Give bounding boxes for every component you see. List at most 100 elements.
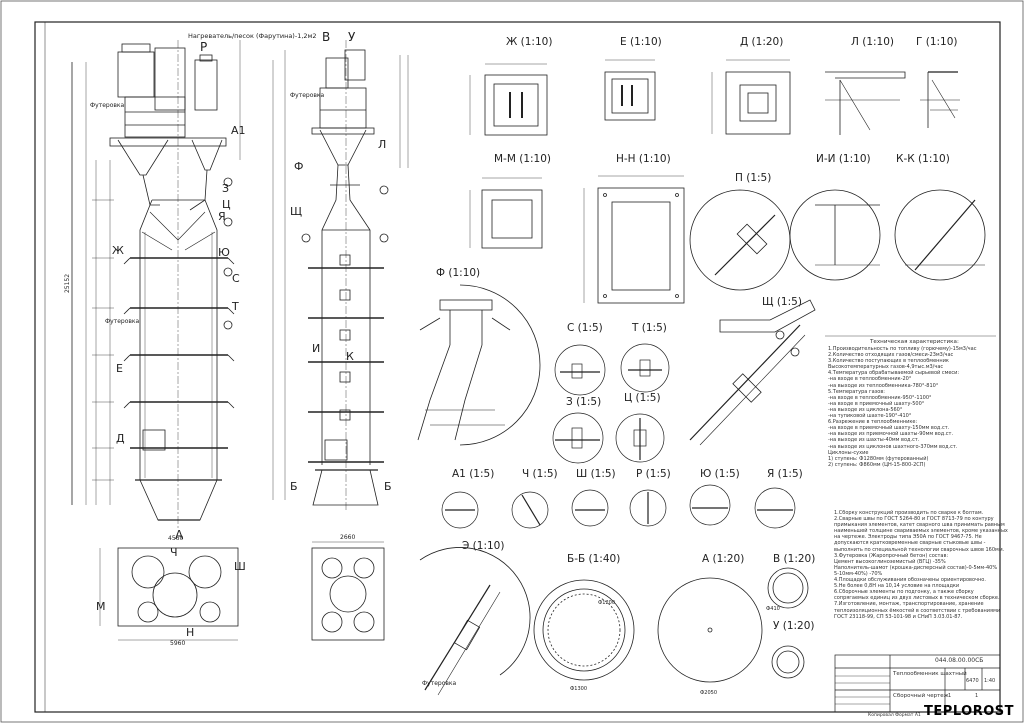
requirement-line: наименьшей толщине свариваемых элементов… <box>834 528 1008 535</box>
view-label-g: Г (1:10) <box>916 36 958 48</box>
view-label-ii: И-И (1:10) <box>816 153 871 165</box>
view-label-e: Е (1:10) <box>620 36 662 48</box>
tech-note-line: 1.Производительность по топливу (горючем… <box>828 346 977 352</box>
requirement-line: 4.Площадки обслуживания обозначены ориен… <box>834 577 986 584</box>
tech-note-line: Высокотемпературных газов-4,9тыс.м3/час <box>828 364 944 371</box>
callout-letter-k: К <box>346 350 354 363</box>
requirement-line: примыкания элементов, катет сварного шва… <box>834 522 1005 529</box>
requirement-line: 5-10мм-40%) -70% <box>834 570 883 577</box>
title-stamp: Копировал Формат А1 <box>868 713 921 718</box>
view-label-kk: К-К (1:10) <box>896 153 950 165</box>
dim-base-small: 4560 <box>168 535 184 542</box>
requirements-notes: 1.Сборку конструкций производить по свар… <box>834 510 1008 620</box>
view-label-a: А (1:20) <box>702 553 745 565</box>
tech-note-line: 6.Разрежение в теплообменнике: <box>828 419 918 426</box>
tech-note-line: 2.Количество отходящих газов/смеси-23м3/… <box>828 352 954 359</box>
site-logo: TEPLOROST <box>924 704 1014 719</box>
requirement-line: Наполнитель-шамот (крошка-дисперсный сос… <box>834 564 998 571</box>
tech-note-line: -на выходе из шахты-40мм вод.ст. <box>828 437 920 444</box>
view-label-r: Р (1:5) <box>636 468 671 480</box>
requirement-line: теплоизоляционных ёмкостей в соответстви… <box>834 607 1001 614</box>
callout-letter-e: Е <box>116 362 123 375</box>
dim-bb-2: Ф1300 <box>570 686 588 692</box>
view-label-ts: Ц (1:5) <box>624 392 661 404</box>
dim-a-1: Ф2050 <box>700 690 718 696</box>
view-label-ch: Ч (1:5) <box>522 468 558 480</box>
tech-note-line: 1) ступень: Ф1280мм (футерованный) <box>828 455 929 462</box>
tech-note-line: -на тупиковой шахте-190°-410° <box>828 413 912 420</box>
dim-v-1: Ф410 <box>766 606 780 612</box>
callout-letter-a: А <box>175 528 184 542</box>
callout-letter-v: В <box>322 30 331 44</box>
view-label-nn: Н-Н (1:10) <box>616 153 671 165</box>
callout-letter-a1: А1 <box>231 124 246 137</box>
view-label-mm: М-М (1:10) <box>494 153 552 165</box>
callout-letter-t: Т <box>232 300 239 313</box>
tech-note-line: 5.Температура газов: <box>828 388 885 395</box>
main-elevation-left <box>71 40 241 530</box>
view-label-a1: А1 (1:5) <box>452 468 495 480</box>
tech-note-line: 4.Температура обрабатываемой сырьевой см… <box>828 370 960 377</box>
title-name: Теплообменник шахтный <box>893 671 967 677</box>
tech-note-line: -на входе в приемочный шахту-500° <box>828 400 925 407</box>
title-doc-number: 044.08.00.00СБ <box>935 657 984 664</box>
callout-letter-s: С <box>232 272 240 285</box>
tech-note-line: -на выходе из теплообменника-780°-810° <box>828 382 939 389</box>
callout-letter-u: У <box>348 30 356 44</box>
callout-lining-1: Футеровка <box>90 102 125 109</box>
callout-letter-b2: Б <box>384 480 392 493</box>
detail-views-second-row <box>469 175 986 304</box>
callout-lining-3: Футеровка <box>290 92 325 99</box>
view-label-zh: Ж (1:10) <box>506 36 553 48</box>
tech-notes: 1.Производительность по топливу (горючем… <box>828 346 976 468</box>
tech-note-line: -на входе в приемочный шахту-150мм вод.с… <box>828 425 950 432</box>
requirement-line: допускаются кратковременные сварные стык… <box>834 540 986 547</box>
view-label-u: У (1:20) <box>773 620 815 632</box>
requirement-line: Цемент высокоглиноземистый (ВГЦ) -35% <box>834 558 946 565</box>
tech-note-line: 2) ступень: Ф860мм (ЦН-15-800-2СП) <box>828 461 926 468</box>
detail-e2-view <box>419 547 531 696</box>
callout-letter-l: Л <box>378 138 387 151</box>
callout-letter-i: И <box>312 342 321 355</box>
requirement-line: 5.Не более 0,8Н на 10,14 условие на площ… <box>834 583 960 590</box>
tech-note-line: -на выходе из приемочной шахты-90мм вод.… <box>828 431 954 438</box>
detail-sch-view <box>689 299 816 446</box>
detail-views-top-row <box>469 59 960 136</box>
requirement-line: 3.Футеровка (Жаропрочный бетон) состав: <box>834 552 949 559</box>
view-label-sch: Щ (1:5) <box>762 296 802 308</box>
callout-letter-d: Д <box>116 432 125 445</box>
left-margin-strip <box>34 21 46 713</box>
dim-plan: 2660 <box>340 534 356 541</box>
requirement-line: на чертеже. Электроды типа Э50А по ГОСТ … <box>834 534 982 541</box>
callout-letter-b: Б <box>290 480 298 493</box>
tech-note-line: Циклоны-сухие <box>828 449 869 456</box>
tech-note-line: -на выходе из циклонов шахтного-370мм во… <box>828 443 958 450</box>
view-label-v: В (1:20) <box>773 553 816 565</box>
title-mass: 6470 <box>966 678 979 684</box>
view-label-e2: Э (1:10) <box>462 540 505 552</box>
view-label-t: Т (1:5) <box>632 322 667 334</box>
callout-letter-zh: Ж <box>112 244 124 257</box>
view-label-z: З (1:5) <box>566 396 602 408</box>
callout-letter-z: З <box>222 182 230 195</box>
title-block <box>834 654 1001 713</box>
view-label-ya: Я (1:5) <box>767 468 803 480</box>
requirement-line: 2.Сварные швы по ГОСТ 5264-80 и ГОСТ 871… <box>834 516 994 523</box>
requirement-line: 7.Изготовление, монтаж, транспортировани… <box>834 601 984 608</box>
requirement-line: сопрягаемых единиц из двух листовых в те… <box>834 595 1000 602</box>
detail-row-bottom <box>441 484 796 529</box>
callout-letter-r: Р <box>200 40 208 54</box>
title-sheet: 1 <box>948 693 952 699</box>
requirement-line: 1.Сборку конструкций производить по свар… <box>834 510 984 516</box>
small-details <box>552 343 670 464</box>
callout-letter-ts: Ц <box>222 198 231 211</box>
callout-lining-4: Футеровка <box>422 680 457 687</box>
callout-letter-ya: Я <box>218 210 226 223</box>
detail-f-view <box>417 284 541 446</box>
tech-note-line: -на входе в теплообменник-20° <box>828 376 912 383</box>
callout-letter-f: Ф <box>294 160 304 173</box>
view-label-yu: Ю (1:5) <box>700 468 740 480</box>
title-scale: 1:40 <box>984 678 996 684</box>
callout-letter-m: М <box>96 600 106 613</box>
